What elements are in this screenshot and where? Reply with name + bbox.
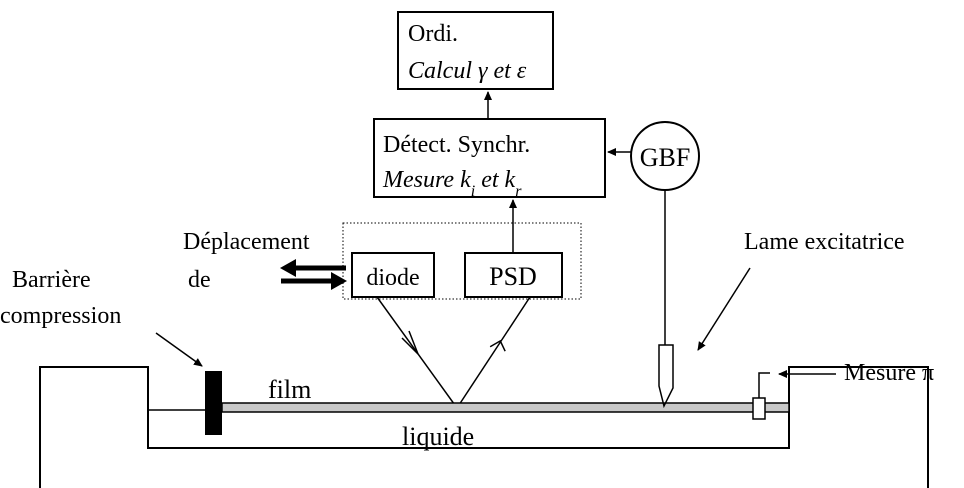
gbf-label: GBF	[640, 143, 691, 172]
film-label: film	[268, 375, 311, 404]
pressure-sensor-wire	[758, 372, 770, 398]
trough-outline	[39, 366, 929, 488]
de-label: de	[188, 267, 211, 293]
computer-box	[397, 11, 554, 90]
diode-label: diode	[366, 265, 419, 291]
barrier-pointer	[155, 332, 203, 367]
liquid-label: liquide	[402, 422, 474, 451]
reflected-beam	[456, 296, 531, 409]
blade-pointer	[697, 267, 751, 351]
optical-support-box	[342, 222, 582, 300]
diode-box	[351, 252, 435, 298]
computer-calc-label: Calcul γ et ε	[408, 58, 527, 84]
blade-label: Lame excitatrice	[744, 229, 905, 255]
barrier-label: Barrière	[12, 267, 91, 293]
psd-label: PSD	[489, 262, 537, 291]
pressure-sensor	[752, 397, 766, 420]
sync-detection-box	[373, 118, 606, 198]
displacement-arrows	[280, 259, 347, 290]
compression-barrier	[205, 371, 222, 435]
sync-measure-label: Mesure ki et kr	[382, 167, 522, 200]
computer-label: Ordi.	[408, 21, 458, 47]
reflected-beam-arrow	[489, 339, 506, 352]
pressure-label: Mesure π	[844, 360, 934, 386]
sync-detection-label: Détect. Synchr.	[383, 132, 530, 158]
film-layer	[221, 402, 790, 413]
incident-beam-arrow	[401, 330, 419, 355]
excitation-blade	[658, 344, 674, 409]
compression-label: compression	[0, 303, 121, 329]
displacement-label: Déplacement	[183, 229, 310, 255]
